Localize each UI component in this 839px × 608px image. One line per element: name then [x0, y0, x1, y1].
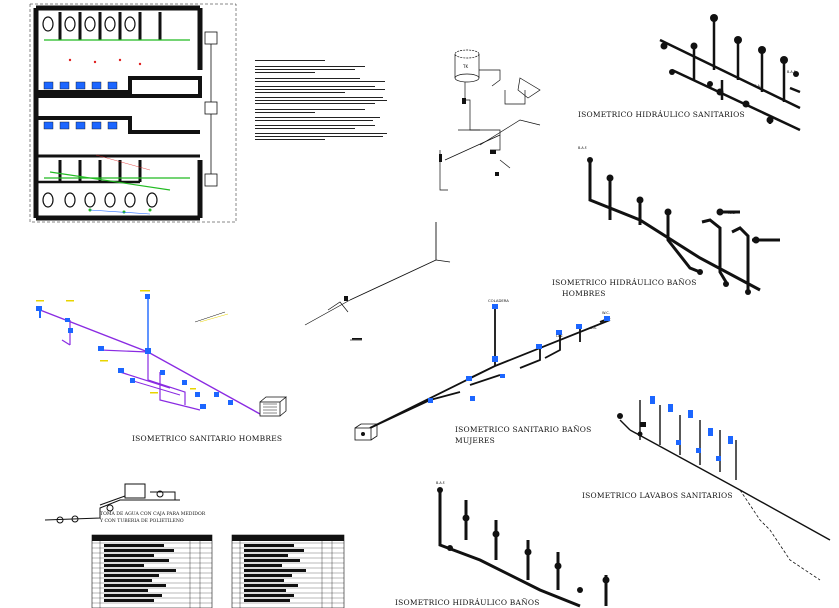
coladera-tag: COLADERA [488, 298, 509, 303]
iso-sanitario-mujeres [369, 306, 611, 429]
general-notes [255, 58, 395, 142]
table-right [231, 534, 345, 608]
tag-baf-3: B.A.F. [436, 481, 446, 485]
iso-lavabos-sanitarios [619, 400, 831, 581]
tag-lav-hombres: LAV. [762, 238, 770, 242]
title-sanitario-mujeres-2: MUJERES [455, 436, 495, 445]
tag-baf-2: B.A.F. [578, 146, 588, 150]
tag-lav-mujeres: LAV. [556, 334, 564, 338]
title-lavabos-sanitarios: ISOMETRICO LAVABOS SANITARIOS [582, 491, 733, 500]
tag-wc-hombres: W.C. [728, 211, 736, 215]
registro-box-mujeres [354, 423, 379, 441]
floor-plan [29, 3, 237, 223]
title-sanitario-mujeres: ISOMETRICO SANITARIO BAÑOS [455, 425, 592, 434]
iso-hidraulico-banos-hombres [588, 160, 780, 292]
tk-tag: TK [462, 64, 468, 69]
table-left [91, 534, 213, 608]
title-sanitario-hombres: ISOMETRICO SANITARIO HOMBRES [132, 434, 283, 443]
wc-tag: W.C. [602, 311, 610, 315]
toma-agua-label-1: TOMA DE AGUA CON CAJA PARA MEDIDOR [100, 512, 206, 517]
toma-agua-detail [44, 483, 180, 524]
title-hidraulico-banos-bottom: ISOMETRICO HIDRÁULICO BAÑOS [395, 598, 540, 607]
title-hidraulico-sanitarios: ISOMETRICO HIDRÁULICO SANITARIOS [578, 110, 745, 119]
registro-box-hombres [259, 396, 288, 417]
tag-baf-1: B.A.F. [787, 70, 797, 74]
iso-sanitario-hombres [39, 295, 261, 415]
toma-agua-label-2: Y CON TUBERIA DE POLIETILENO [100, 519, 184, 524]
tag-ca-mujeres: C.A. [590, 326, 597, 330]
tag-ca-sanitarios: C.A. [754, 84, 761, 88]
title-hidraulico-banos-hombres-2: HOMBRES [562, 289, 606, 298]
title-hidraulico-banos-hombres: ISOMETRICO HIDRÁULICO BAÑOS [552, 278, 697, 287]
